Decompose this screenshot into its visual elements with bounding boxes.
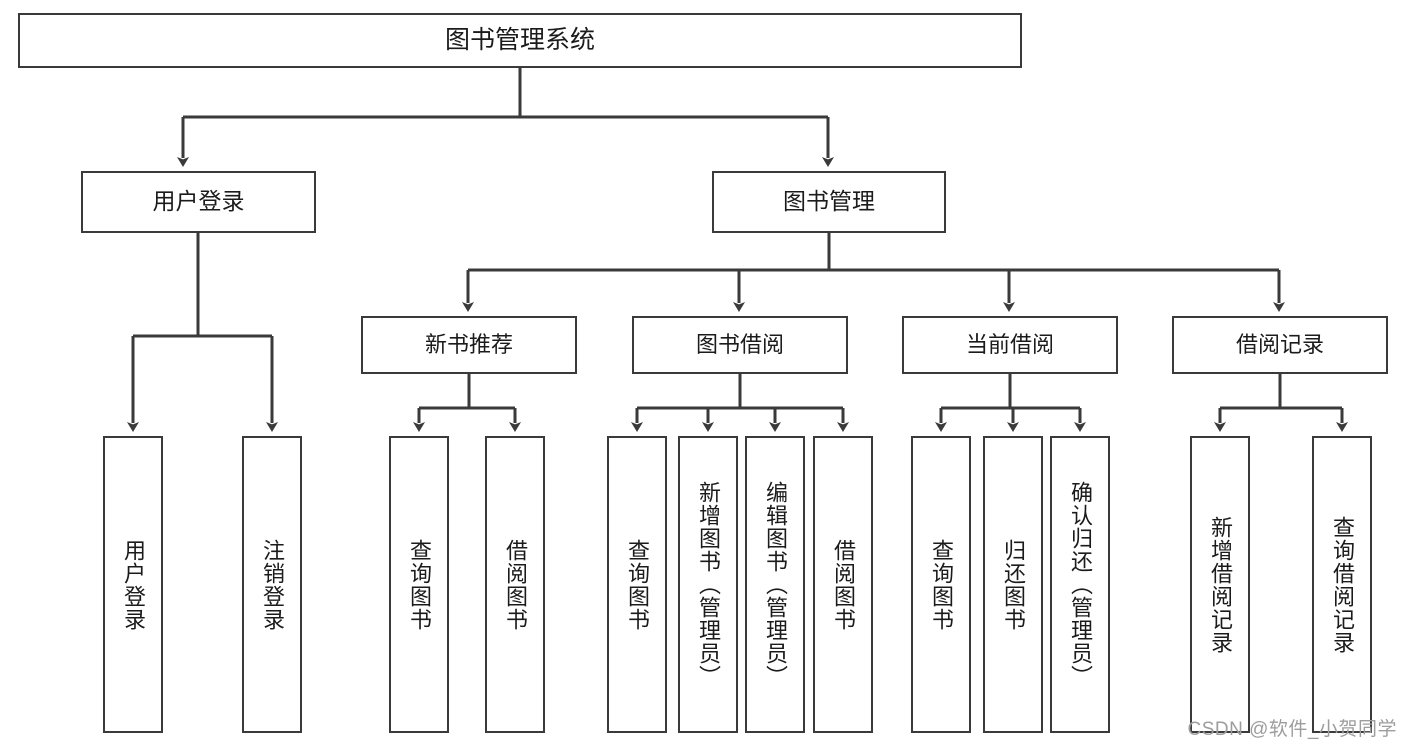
node-current-borrow-label: 当前借阅 xyxy=(965,332,1054,358)
leaf-record-search-label: 查询借阅记录 xyxy=(1329,515,1355,654)
edge-current-borrow-to-leaves xyxy=(935,374,1086,432)
leaf-current-confirm-return[interactable]: 确认归还（管理员） xyxy=(1050,436,1110,733)
leaf-current-return-book-label: 归还图书 xyxy=(1000,538,1026,631)
node-book-borrow-label: 图书借阅 xyxy=(695,332,784,358)
leaf-record-add[interactable]: 新增借阅记录 xyxy=(1190,436,1250,733)
edge-user-login-to-leaves xyxy=(127,233,278,432)
node-user-login[interactable]: 用户登录 xyxy=(81,171,316,233)
node-current-borrow[interactable]: 当前借阅 xyxy=(902,316,1118,374)
leaf-borrow-lend-book-label: 借阅图书 xyxy=(830,538,856,631)
leaf-user-logout[interactable]: 注销登录 xyxy=(242,436,302,733)
node-root-label: 图书管理系统 xyxy=(444,25,595,54)
leaf-rec-borrow-book-label: 借阅图书 xyxy=(502,538,528,631)
leaf-current-query-book-label: 查询图书 xyxy=(928,538,954,631)
node-book-manage[interactable]: 图书管理 xyxy=(712,171,946,233)
leaf-current-return-book[interactable]: 归还图书 xyxy=(983,436,1043,733)
leaf-rec-borrow-book[interactable]: 借阅图书 xyxy=(485,436,545,733)
edge-book-manage-to-level2 xyxy=(462,233,1285,312)
leaf-borrow-edit-book[interactable]: 编辑图书（管理员） xyxy=(745,436,805,733)
leaf-borrow-lend-book[interactable]: 借阅图书 xyxy=(813,436,873,733)
leaf-user-logout-label: 注销登录 xyxy=(259,538,285,631)
leaf-borrow-add-book-label: 新增图书（管理员） xyxy=(695,481,721,688)
leaf-current-confirm-return-label: 确认归还（管理员） xyxy=(1067,481,1093,688)
watermark: CSDN @软件_小贺同学 xyxy=(1187,719,1397,740)
node-new-book-rec-label: 新书推荐 xyxy=(424,332,513,358)
leaf-rec-query-book-label: 查询图书 xyxy=(406,538,432,631)
node-new-book-rec[interactable]: 新书推荐 xyxy=(361,316,577,374)
leaf-record-search[interactable]: 查询借阅记录 xyxy=(1312,436,1372,733)
leaf-borrow-edit-book-label: 编辑图书（管理员） xyxy=(762,481,788,688)
edge-root-to-level1 xyxy=(177,68,834,167)
node-book-manage-label: 图书管理 xyxy=(783,188,875,215)
edge-book-borrow-to-leaves xyxy=(631,374,849,432)
leaf-borrow-query-book[interactable]: 查询图书 xyxy=(607,436,667,733)
leaf-user-login-label: 用户登录 xyxy=(120,538,146,631)
node-user-login-label: 用户登录 xyxy=(152,188,245,215)
leaf-current-query-book[interactable]: 查询图书 xyxy=(911,436,971,733)
leaf-rec-query-book[interactable]: 查询图书 xyxy=(389,436,449,733)
leaf-borrow-add-book[interactable]: 新增图书（管理员） xyxy=(678,436,738,733)
node-root[interactable]: 图书管理系统 xyxy=(18,13,1022,68)
node-book-borrow[interactable]: 图书借阅 xyxy=(632,316,848,374)
node-borrow-record-label: 借阅记录 xyxy=(1235,332,1324,358)
edge-new-book-rec-to-leaves xyxy=(413,374,521,432)
edge-borrow-record-to-leaves xyxy=(1214,374,1348,432)
leaf-record-add-label: 新增借阅记录 xyxy=(1207,515,1233,654)
node-borrow-record[interactable]: 借阅记录 xyxy=(1172,316,1388,374)
leaf-user-login[interactable]: 用户登录 xyxy=(103,436,163,733)
leaf-borrow-query-book-label: 查询图书 xyxy=(624,538,650,631)
